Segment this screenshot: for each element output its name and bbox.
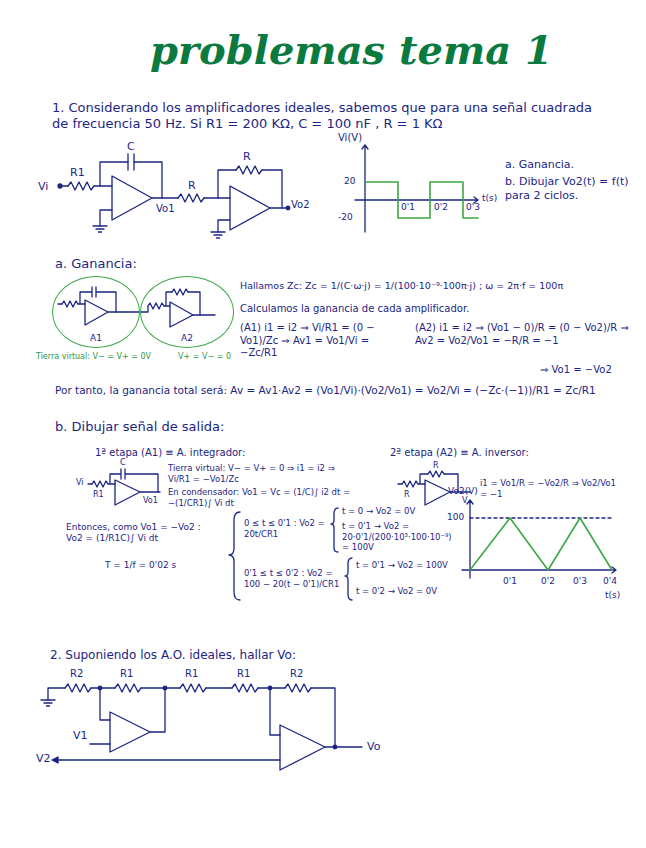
- component-name: R2: [70, 668, 83, 681]
- statement: 2. Suponiendo los A.O. ideales, hallar V…: [50, 648, 296, 663]
- subheading: 1ª etapa (A1) ≡ A. integrador:: [95, 447, 245, 460]
- signal-name: V1: [73, 729, 88, 743]
- signal-name: Vo1: [156, 203, 175, 216]
- equation: Entonces, como Vo1 = −Vo2 : Vo2 = (1/R1C…: [66, 522, 216, 545]
- axis-tick: -20: [338, 212, 353, 223]
- equation: (A2) i1 = i2 ⇒ (Vo1 − 0)/R = (0 − Vo2)/R…: [415, 322, 630, 347]
- note: Tierra virtual: V− = V+ = 0V: [36, 352, 151, 362]
- subheading: 2ª etapa (A2) ≡ A. inversor:: [390, 447, 529, 460]
- statement: 1. Considerando los amplificadores ideal…: [52, 100, 612, 133]
- equation: t = 0'2 → Vo2 = 0V: [356, 586, 437, 597]
- equation: t = 0 → Vo2 = 0V: [342, 506, 415, 517]
- axis-tick: 0'4: [603, 576, 617, 587]
- component-name: R1: [93, 490, 104, 500]
- component-name: R: [188, 179, 196, 193]
- component-name: R1: [120, 668, 133, 681]
- stage-circle: A2: [140, 276, 234, 348]
- section-heading: a. Ganancia:: [55, 256, 137, 272]
- equation: 0 ≤ t ≤ 0'1 : Vo2 = 20t/CR1: [244, 518, 328, 539]
- axis-tick: 0'2: [541, 576, 555, 587]
- equation: t = 0'1 → Vo2 = 20·0'1/(200·10³·100·10⁻⁹…: [342, 521, 447, 553]
- signal-name: V2: [36, 752, 51, 766]
- component-name: C: [120, 458, 126, 468]
- equation: (A1) i1 = i2 ⇒ Vi/R1 = (0 − Vo1)/Zc ⇒ Av…: [240, 322, 405, 360]
- note: Calculamos la ganancia de cada amplifica…: [240, 303, 469, 316]
- section-heading: b. Dibujar señal de salida:: [55, 419, 224, 435]
- signal-name: Vo2: [291, 199, 310, 212]
- component-name: R: [433, 461, 439, 471]
- axis-title: t(s): [605, 590, 620, 601]
- equation: i1 = Vo1/R = −Vo2/R ⇒ Vo2/Vo1 = −1: [480, 478, 620, 499]
- axis-tick: 0'3: [573, 576, 587, 587]
- question: a. Ganancia.: [505, 158, 574, 172]
- equation: T = 1/f = 0'02 s: [105, 560, 176, 571]
- equation: ⇒ Vo1 = −Vo2: [540, 364, 612, 377]
- signal-name: Vo: [367, 740, 380, 754]
- axis-tick: 0'1: [401, 202, 415, 213]
- axis-title: Vi(V): [338, 132, 362, 145]
- axis-tick: 0'2: [434, 202, 448, 213]
- stage-circle: A1: [52, 276, 140, 348]
- equation: Hallamos Zc: Zc = 1/(C·ω·j) = 1/(100·10⁻…: [240, 280, 635, 292]
- page-title: problemas tema 1: [150, 26, 553, 73]
- axis-title: Vo2(V): [448, 486, 478, 497]
- note: V+ = V− = 0: [178, 352, 231, 362]
- component-name: C: [127, 140, 135, 154]
- equation: Por tanto, la ganancia total será: Av = …: [55, 384, 635, 397]
- signal-name: V: [462, 496, 467, 506]
- question: b. Dibujar Vo2(t) = f(t) para 2 ciclos.: [505, 175, 640, 203]
- component-name: R: [243, 150, 251, 164]
- equation: t = 0'1 → Vo2 = 100V: [356, 560, 448, 571]
- axis-title: t(s): [482, 193, 497, 204]
- signal-name: Vi: [76, 478, 84, 488]
- axis-tick: 100: [447, 512, 464, 523]
- stage-name: A1: [90, 333, 102, 343]
- equation: 0'1 ≤ t ≤ 0'2 : Vo2 = 100 − 20(t − 0'1)/…: [244, 568, 342, 589]
- equation: En condensador: Vo1 = Vc = (1/C)∫ i2 dt …: [168, 487, 353, 508]
- signal-name: Vo1: [143, 496, 158, 506]
- component-name: R1: [70, 166, 85, 180]
- axis-tick: 0'3: [466, 202, 480, 213]
- stage-name: A2: [181, 333, 193, 343]
- axis-tick: 0'1: [503, 576, 517, 587]
- axis-tick: 20: [344, 176, 355, 187]
- component-name: R: [404, 490, 410, 500]
- component-name: R1: [185, 668, 198, 681]
- equation: Tierra virtual: V− = V+ = 0 ⇒ i1 = i2 ⇒ …: [168, 463, 353, 484]
- component-name: R2: [290, 668, 303, 681]
- component-name: R1: [237, 668, 250, 681]
- signal-name: Vi: [38, 180, 48, 194]
